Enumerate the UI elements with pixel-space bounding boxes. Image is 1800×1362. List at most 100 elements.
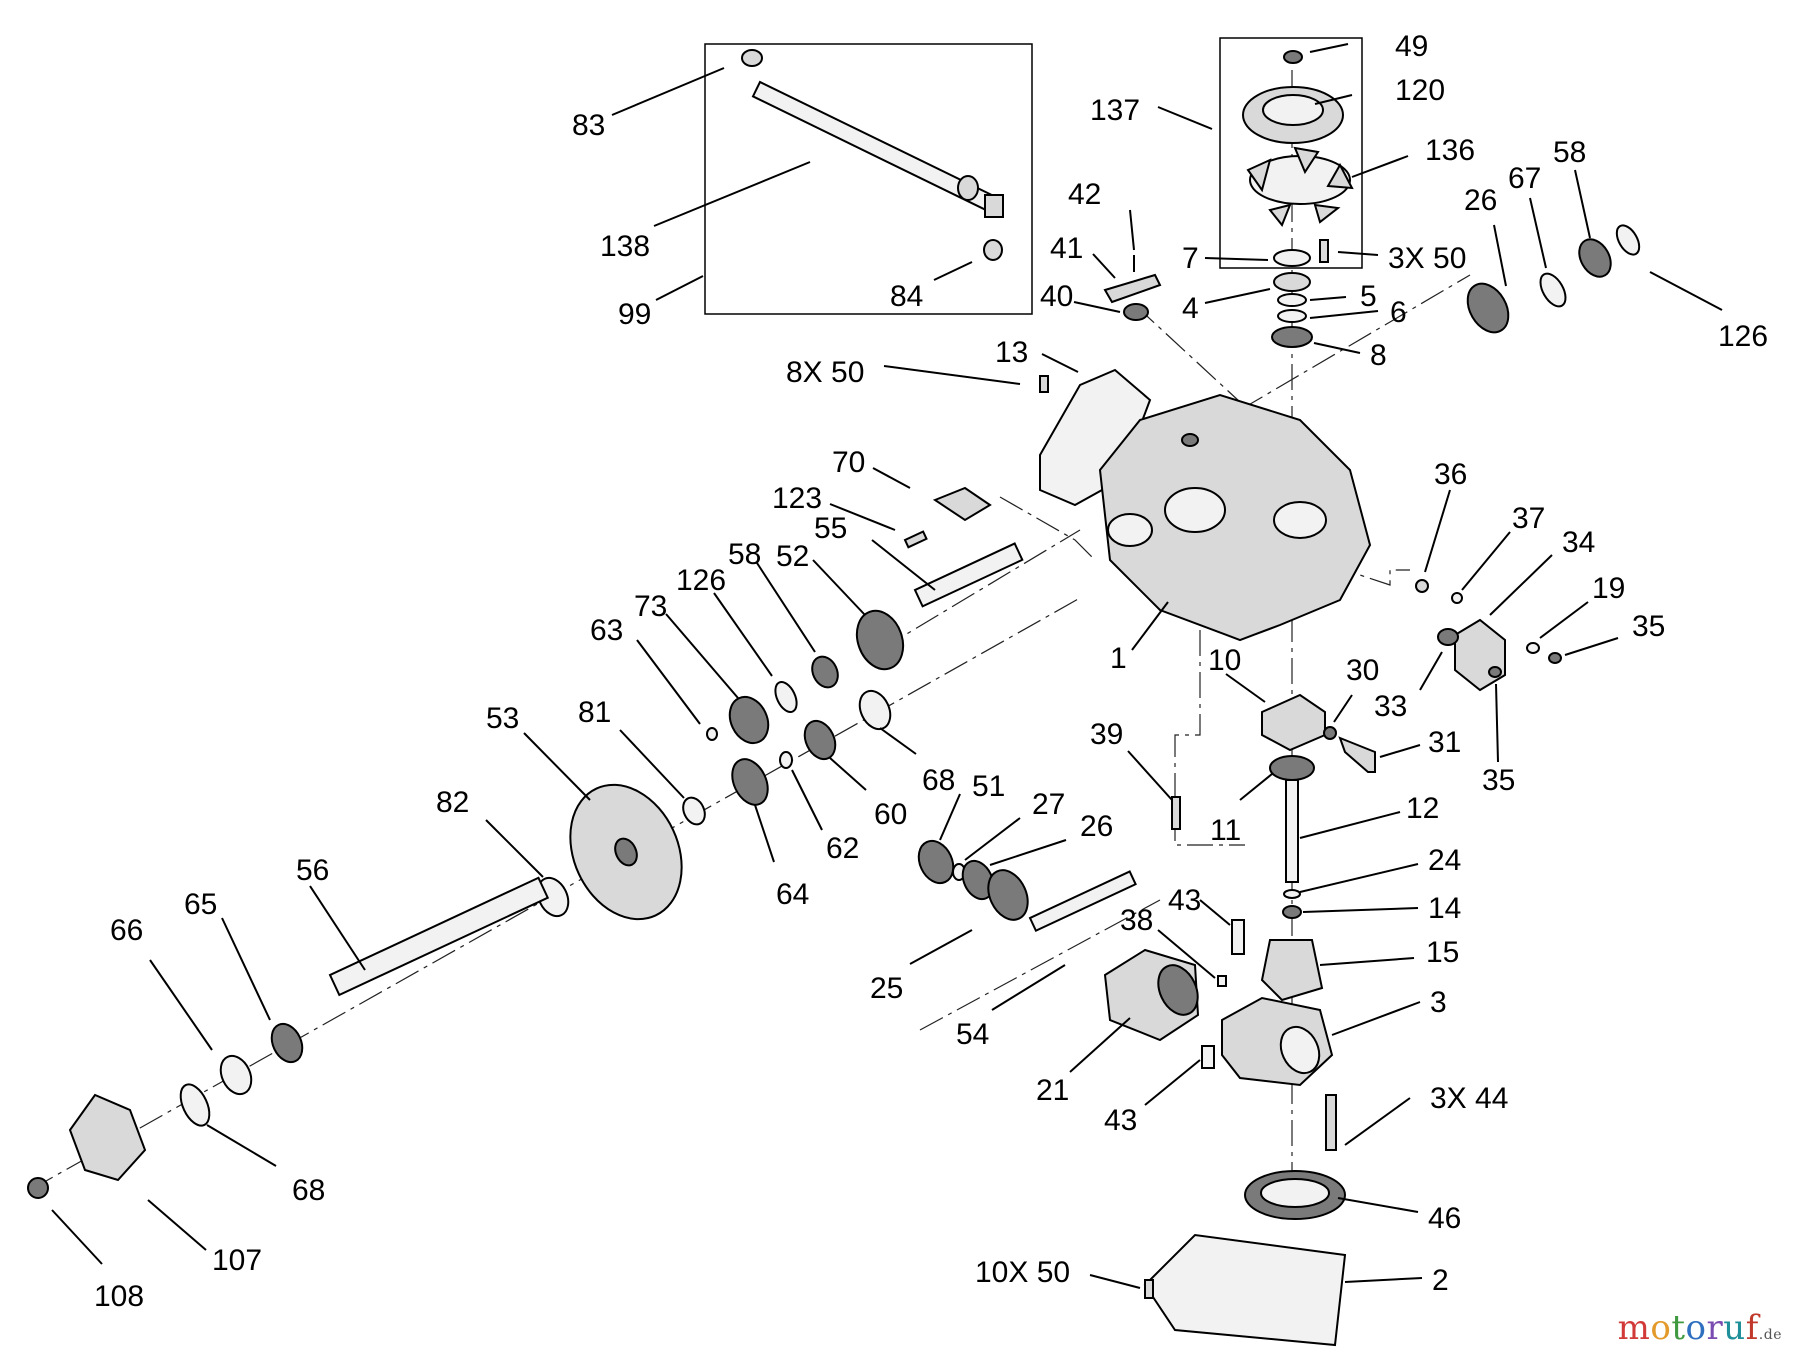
washer-5 <box>1277 293 1307 307</box>
washer-30 <box>1323 726 1337 740</box>
leader-68a <box>879 727 917 755</box>
leader-3x50 <box>1337 251 1379 256</box>
watermark: motoruf.de <box>1618 1308 1782 1348</box>
callout-84: 84 <box>890 280 923 313</box>
callout-126b: 126 <box>676 564 726 597</box>
leader-54 <box>991 964 1066 1011</box>
callout-12: 12 <box>1406 792 1439 825</box>
leader-43a <box>1199 899 1231 926</box>
leader-34 <box>1489 554 1553 616</box>
bolt-123 <box>903 530 928 549</box>
bevel-gear-52-body <box>855 609 905 671</box>
leader-10x50 <box>1089 1274 1141 1289</box>
leader-5 <box>1309 296 1347 301</box>
callout-126a: 126 <box>1718 320 1768 353</box>
bolt-36 <box>1415 579 1429 593</box>
callout-66: 66 <box>110 914 143 947</box>
bearing-58-upper <box>1578 238 1612 278</box>
leader-63 <box>636 639 701 725</box>
pin-43-lower <box>1201 1045 1215 1069</box>
ring-68-lower <box>179 1083 211 1127</box>
leader-62 <box>791 769 823 831</box>
bearing-26-upper <box>1466 282 1510 334</box>
pulley-hub <box>1262 94 1324 126</box>
leader-67 <box>1529 197 1547 269</box>
leader-41 <box>1092 253 1116 279</box>
block-10 <box>1261 693 1326 752</box>
leader-99 <box>655 275 704 301</box>
callout-19: 19 <box>1592 572 1625 605</box>
leader-52 <box>812 559 866 616</box>
watermark-letter: r <box>1706 1308 1724 1348</box>
callout-67: 67 <box>1508 162 1541 195</box>
bearing-58-lower <box>811 655 839 689</box>
callout-27: 27 <box>1032 788 1065 821</box>
axle-parts <box>27 689 892 1199</box>
bearing-60 <box>803 719 837 761</box>
leader-82 <box>485 819 544 878</box>
watermark-tld: .de <box>1758 1327 1782 1343</box>
callout-13: 13 <box>995 336 1028 369</box>
callout-83: 83 <box>572 109 605 142</box>
leader-11 <box>1239 773 1273 801</box>
callout-137: 137 <box>1090 94 1140 127</box>
leader-65 <box>221 917 271 1021</box>
gear-73 <box>728 695 770 745</box>
callout-40: 40 <box>1040 280 1073 313</box>
gear-11 <box>1269 755 1315 781</box>
nut-35b <box>1488 666 1502 678</box>
callout-labels: 49 120 137 136 3X 50 7 4 5 6 8 42 41 40 … <box>94 30 1768 1313</box>
ring-67 <box>1539 272 1567 308</box>
bearing-25 <box>987 869 1029 921</box>
tube-elbow <box>984 194 1004 218</box>
callout-2: 2 <box>1432 1264 1449 1297</box>
housing-body-1 <box>1098 393 1372 642</box>
housing-bore-left <box>1107 513 1153 547</box>
callout-46: 46 <box>1428 1202 1461 1235</box>
tube-fitting <box>957 175 979 201</box>
leader-35a <box>1564 637 1619 656</box>
leader-137 <box>1157 106 1213 130</box>
shaft-54 <box>1028 870 1137 933</box>
callout-37: 37 <box>1512 502 1545 535</box>
leader-1 <box>1131 601 1169 651</box>
callout-7: 7 <box>1182 242 1199 275</box>
leader-13 <box>1041 353 1079 373</box>
callout-53: 53 <box>486 702 519 735</box>
leader-15 <box>1319 957 1415 966</box>
leader-4 <box>1204 288 1271 304</box>
bottom-parts <box>1143 1170 1347 1347</box>
leader-120 <box>1314 94 1353 105</box>
lever-31 <box>1338 736 1376 773</box>
callout-5: 5 <box>1360 280 1377 313</box>
leader-8x50 <box>883 365 1021 385</box>
leader-12 <box>1299 811 1401 839</box>
bolt-3x44 <box>1325 1094 1337 1151</box>
leader-27 <box>964 817 1021 861</box>
washer-81 <box>682 796 706 826</box>
cooling-fan <box>1246 146 1354 227</box>
callout-60: 60 <box>874 798 907 831</box>
watermark-letter: f <box>1745 1308 1759 1348</box>
leader-6 <box>1309 310 1379 319</box>
leader-26b <box>989 839 1067 866</box>
callout-25: 25 <box>870 972 903 1005</box>
bracket-70 <box>932 486 992 522</box>
washer-37 <box>1451 592 1463 604</box>
housing-bore-right <box>1273 501 1327 539</box>
callout-38: 38 <box>1120 904 1153 937</box>
ring-126-lower <box>774 681 798 713</box>
bearing-8 <box>1271 326 1313 348</box>
callout-41: 41 <box>1050 232 1083 265</box>
bolt-13 <box>1039 375 1049 393</box>
leader-37 <box>1461 531 1511 591</box>
leader-123 <box>829 503 896 531</box>
axle-56 <box>328 876 550 997</box>
callout-35a: 35 <box>1632 610 1665 643</box>
leader-3x44 <box>1344 1097 1411 1146</box>
callout-3x44: 3X 44 <box>1430 1082 1508 1115</box>
kit-137-box <box>1219 37 1363 269</box>
leader-70 <box>872 467 911 489</box>
input-shaft-parts <box>706 486 1024 745</box>
watermark-letter: m <box>1617 1308 1651 1348</box>
